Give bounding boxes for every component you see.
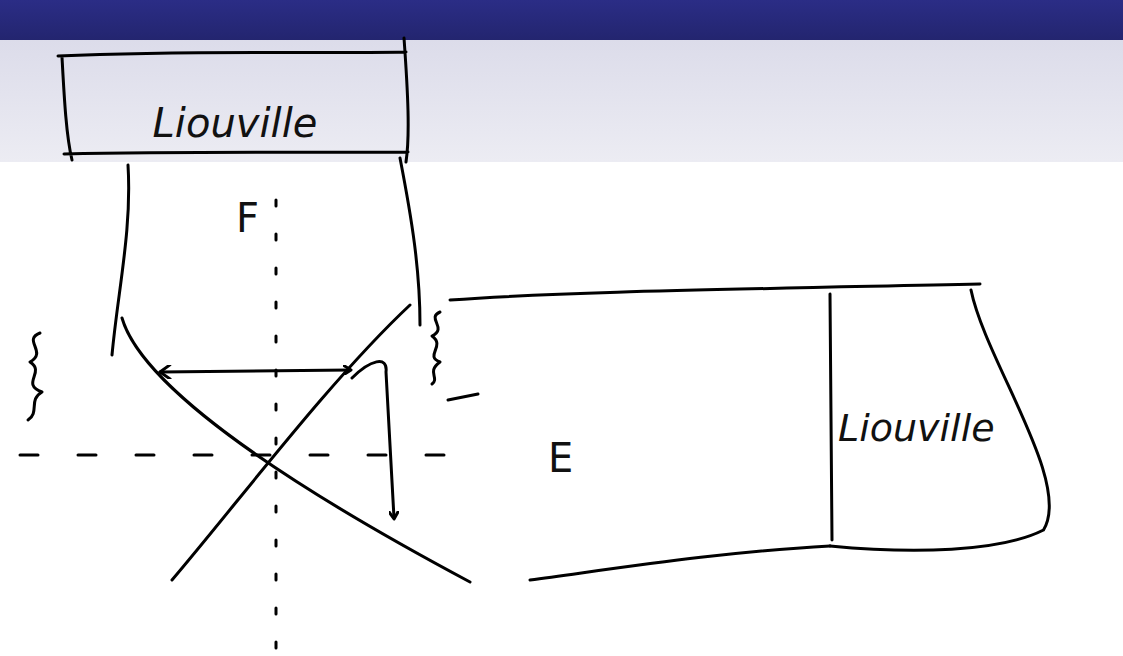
region-letter: E <box>548 438 573 478</box>
region-label: Liouville <box>153 101 318 145</box>
liouville-region: Liouville <box>826 280 1116 550</box>
title-bar <box>0 0 1123 40</box>
liouville-region: Liouville <box>60 52 410 156</box>
region-letter: F <box>236 198 259 238</box>
region-label: Liouville <box>838 408 995 450</box>
